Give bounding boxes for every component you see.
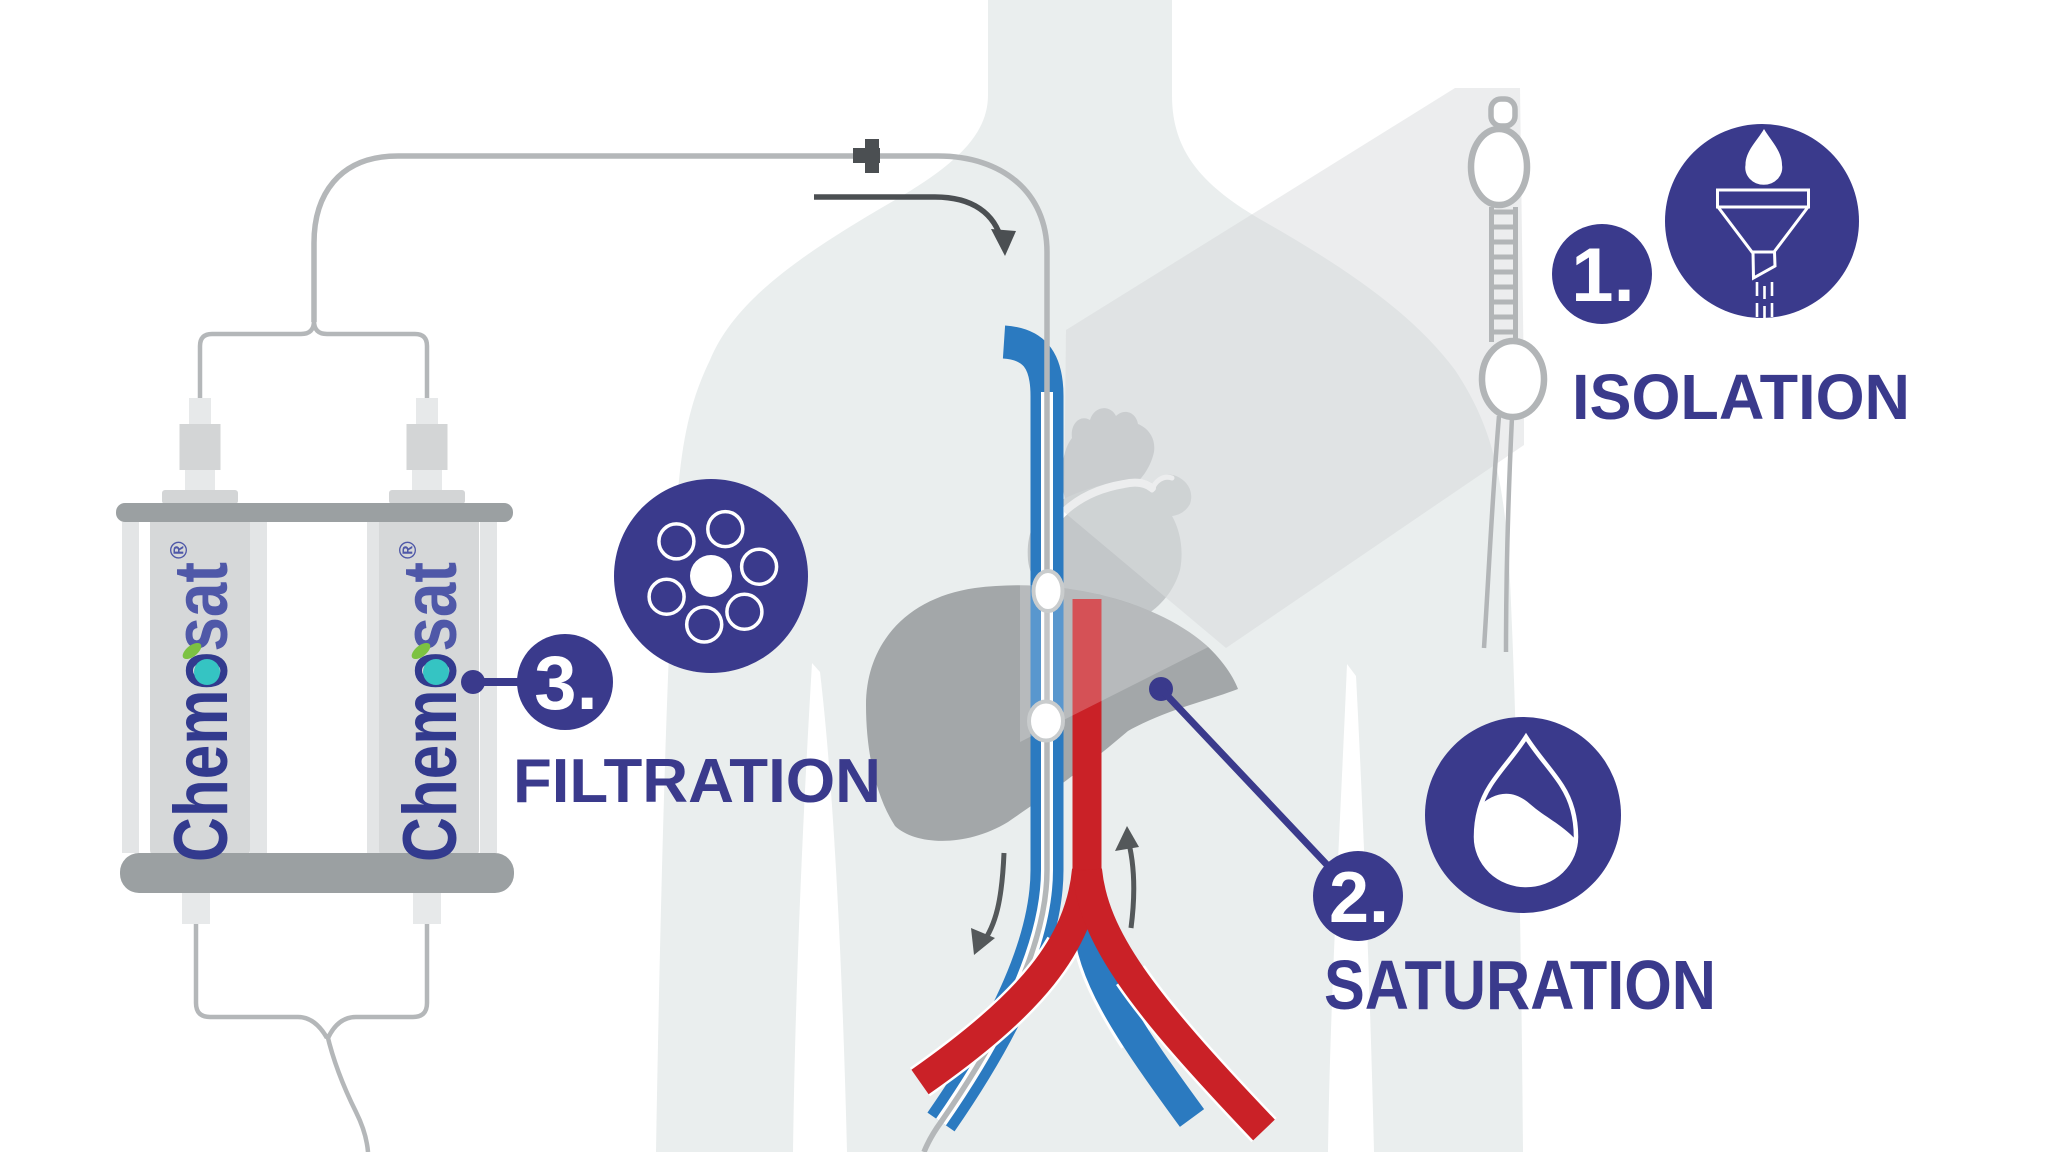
svg-text:2.: 2. xyxy=(1329,858,1389,938)
svg-text:SATURATION: SATURATION xyxy=(1324,946,1716,1024)
svg-text:FILTRATION: FILTRATION xyxy=(513,747,881,816)
svg-text:Chemosat: Chemosat xyxy=(159,562,244,862)
svg-text:Chemosat: Chemosat xyxy=(388,562,473,862)
svg-text:®: ® xyxy=(166,541,193,559)
svg-text:ISOLATION: ISOLATION xyxy=(1572,361,1910,433)
svg-text:®: ® xyxy=(395,541,422,559)
svg-text:3.: 3. xyxy=(534,641,597,726)
svg-text:1.: 1. xyxy=(1571,233,1634,318)
